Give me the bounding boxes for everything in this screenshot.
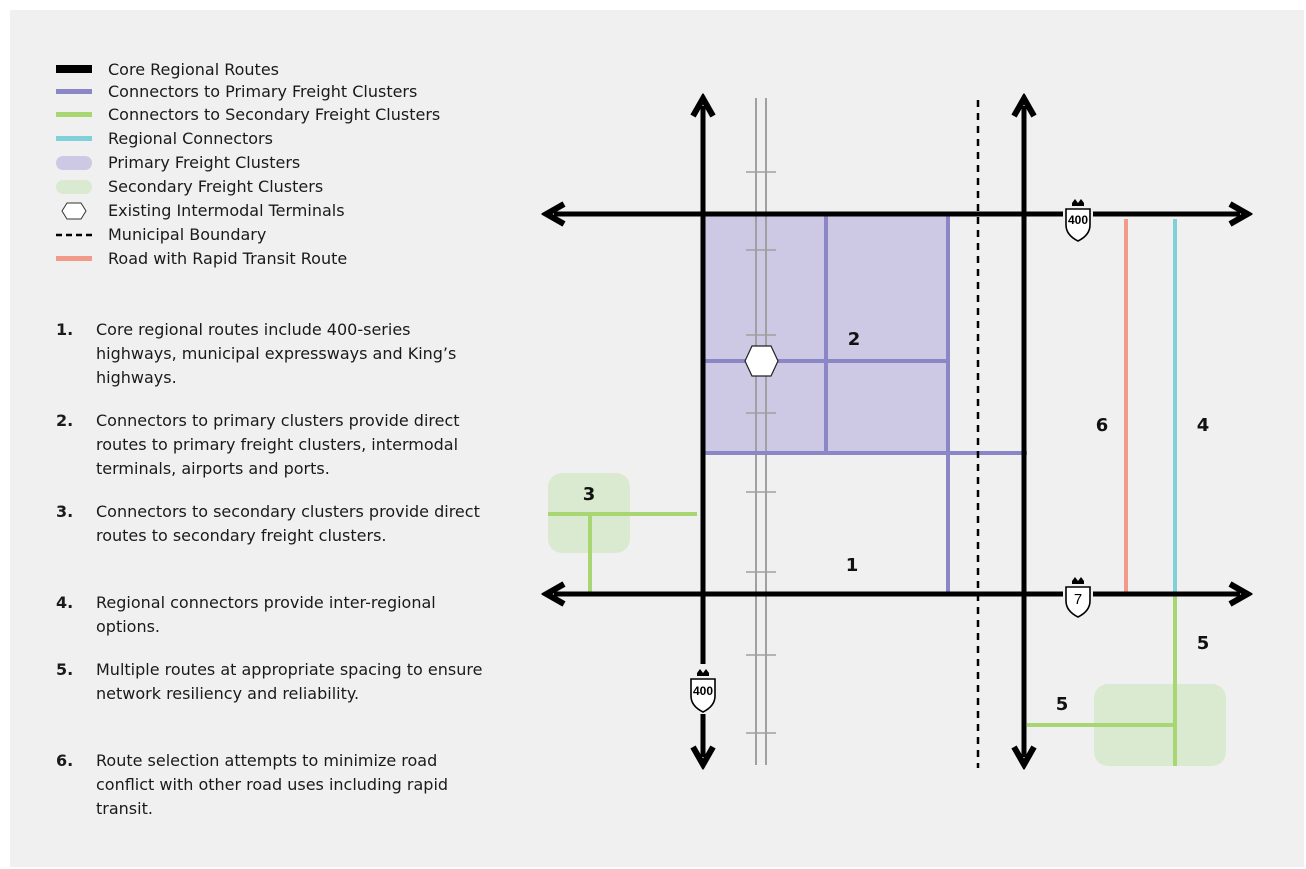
note-number: 1. xyxy=(56,320,74,339)
legend-label: Connectors to Primary Freight Clusters xyxy=(108,82,418,101)
legend-label: Municipal Boundary xyxy=(108,225,267,244)
legend-swatch-secondary-connector xyxy=(56,112,92,117)
legend-label: Regional Connectors xyxy=(108,129,273,148)
note-text: Multiple routes at appropriate spacing t… xyxy=(96,660,483,703)
legend-swatch-core xyxy=(56,65,92,73)
legend-swatch-rapid-transit xyxy=(56,256,92,261)
shield-number: 7 xyxy=(1074,591,1082,608)
map-label-3: 3 xyxy=(583,484,596,505)
legend-swatch-primary-cluster xyxy=(56,156,92,170)
dashed-line-icon xyxy=(56,233,92,237)
map-label-4: 4 xyxy=(1197,415,1210,436)
note-number: 6. xyxy=(56,751,74,770)
legend-label: Existing Intermodal Terminals xyxy=(108,201,345,220)
note-text: Regional connectors provide inter-region… xyxy=(96,593,436,636)
map-label-1: 1 xyxy=(846,555,859,576)
legend-label: Road with Rapid Transit Route xyxy=(108,249,348,268)
shield-number: 400 xyxy=(693,684,713,698)
note-text: Core regional routes include 400-series … xyxy=(96,320,457,387)
hexagon-icon xyxy=(61,202,87,220)
primary-connectors xyxy=(703,214,1027,594)
legend-label: Primary Freight Clusters xyxy=(108,153,301,172)
note-number: 5. xyxy=(56,660,74,679)
note-text: Connectors to secondary clusters provide… xyxy=(96,502,480,545)
note-number: 2. xyxy=(56,411,74,430)
map-label-5-east: 5 xyxy=(1197,633,1210,654)
legend-label: Core Regional Routes xyxy=(108,60,280,79)
map-label-2: 2 xyxy=(848,329,861,350)
note-number: 3. xyxy=(56,502,74,521)
note-text: Route selection attempts to minimize roa… xyxy=(96,751,449,818)
shield-number: 400 xyxy=(1068,213,1088,227)
map-label-6: 6 xyxy=(1096,415,1109,436)
map-label-5-south: 5 xyxy=(1056,694,1069,715)
legend-swatch-regional-connector xyxy=(56,136,92,141)
core-regional-routes xyxy=(554,106,1240,757)
legend-label: Connectors to Secondary Freight Clusters xyxy=(108,105,441,124)
shield-icon-highway-7 xyxy=(1063,572,1093,618)
note-number: 4. xyxy=(56,593,74,612)
note-text: Connectors to primary clusters provide d… xyxy=(96,411,460,478)
secondary-connectors xyxy=(548,512,1177,766)
shield-icon-highway-400-top xyxy=(1063,194,1093,242)
intermodal-terminal-icon xyxy=(744,345,779,377)
legend-swatch-secondary-cluster xyxy=(56,180,92,194)
shield-icon-highway-400-left xyxy=(688,664,718,714)
legend-swatch-primary-connector xyxy=(56,89,92,94)
legend-label: Secondary Freight Clusters xyxy=(108,177,324,196)
